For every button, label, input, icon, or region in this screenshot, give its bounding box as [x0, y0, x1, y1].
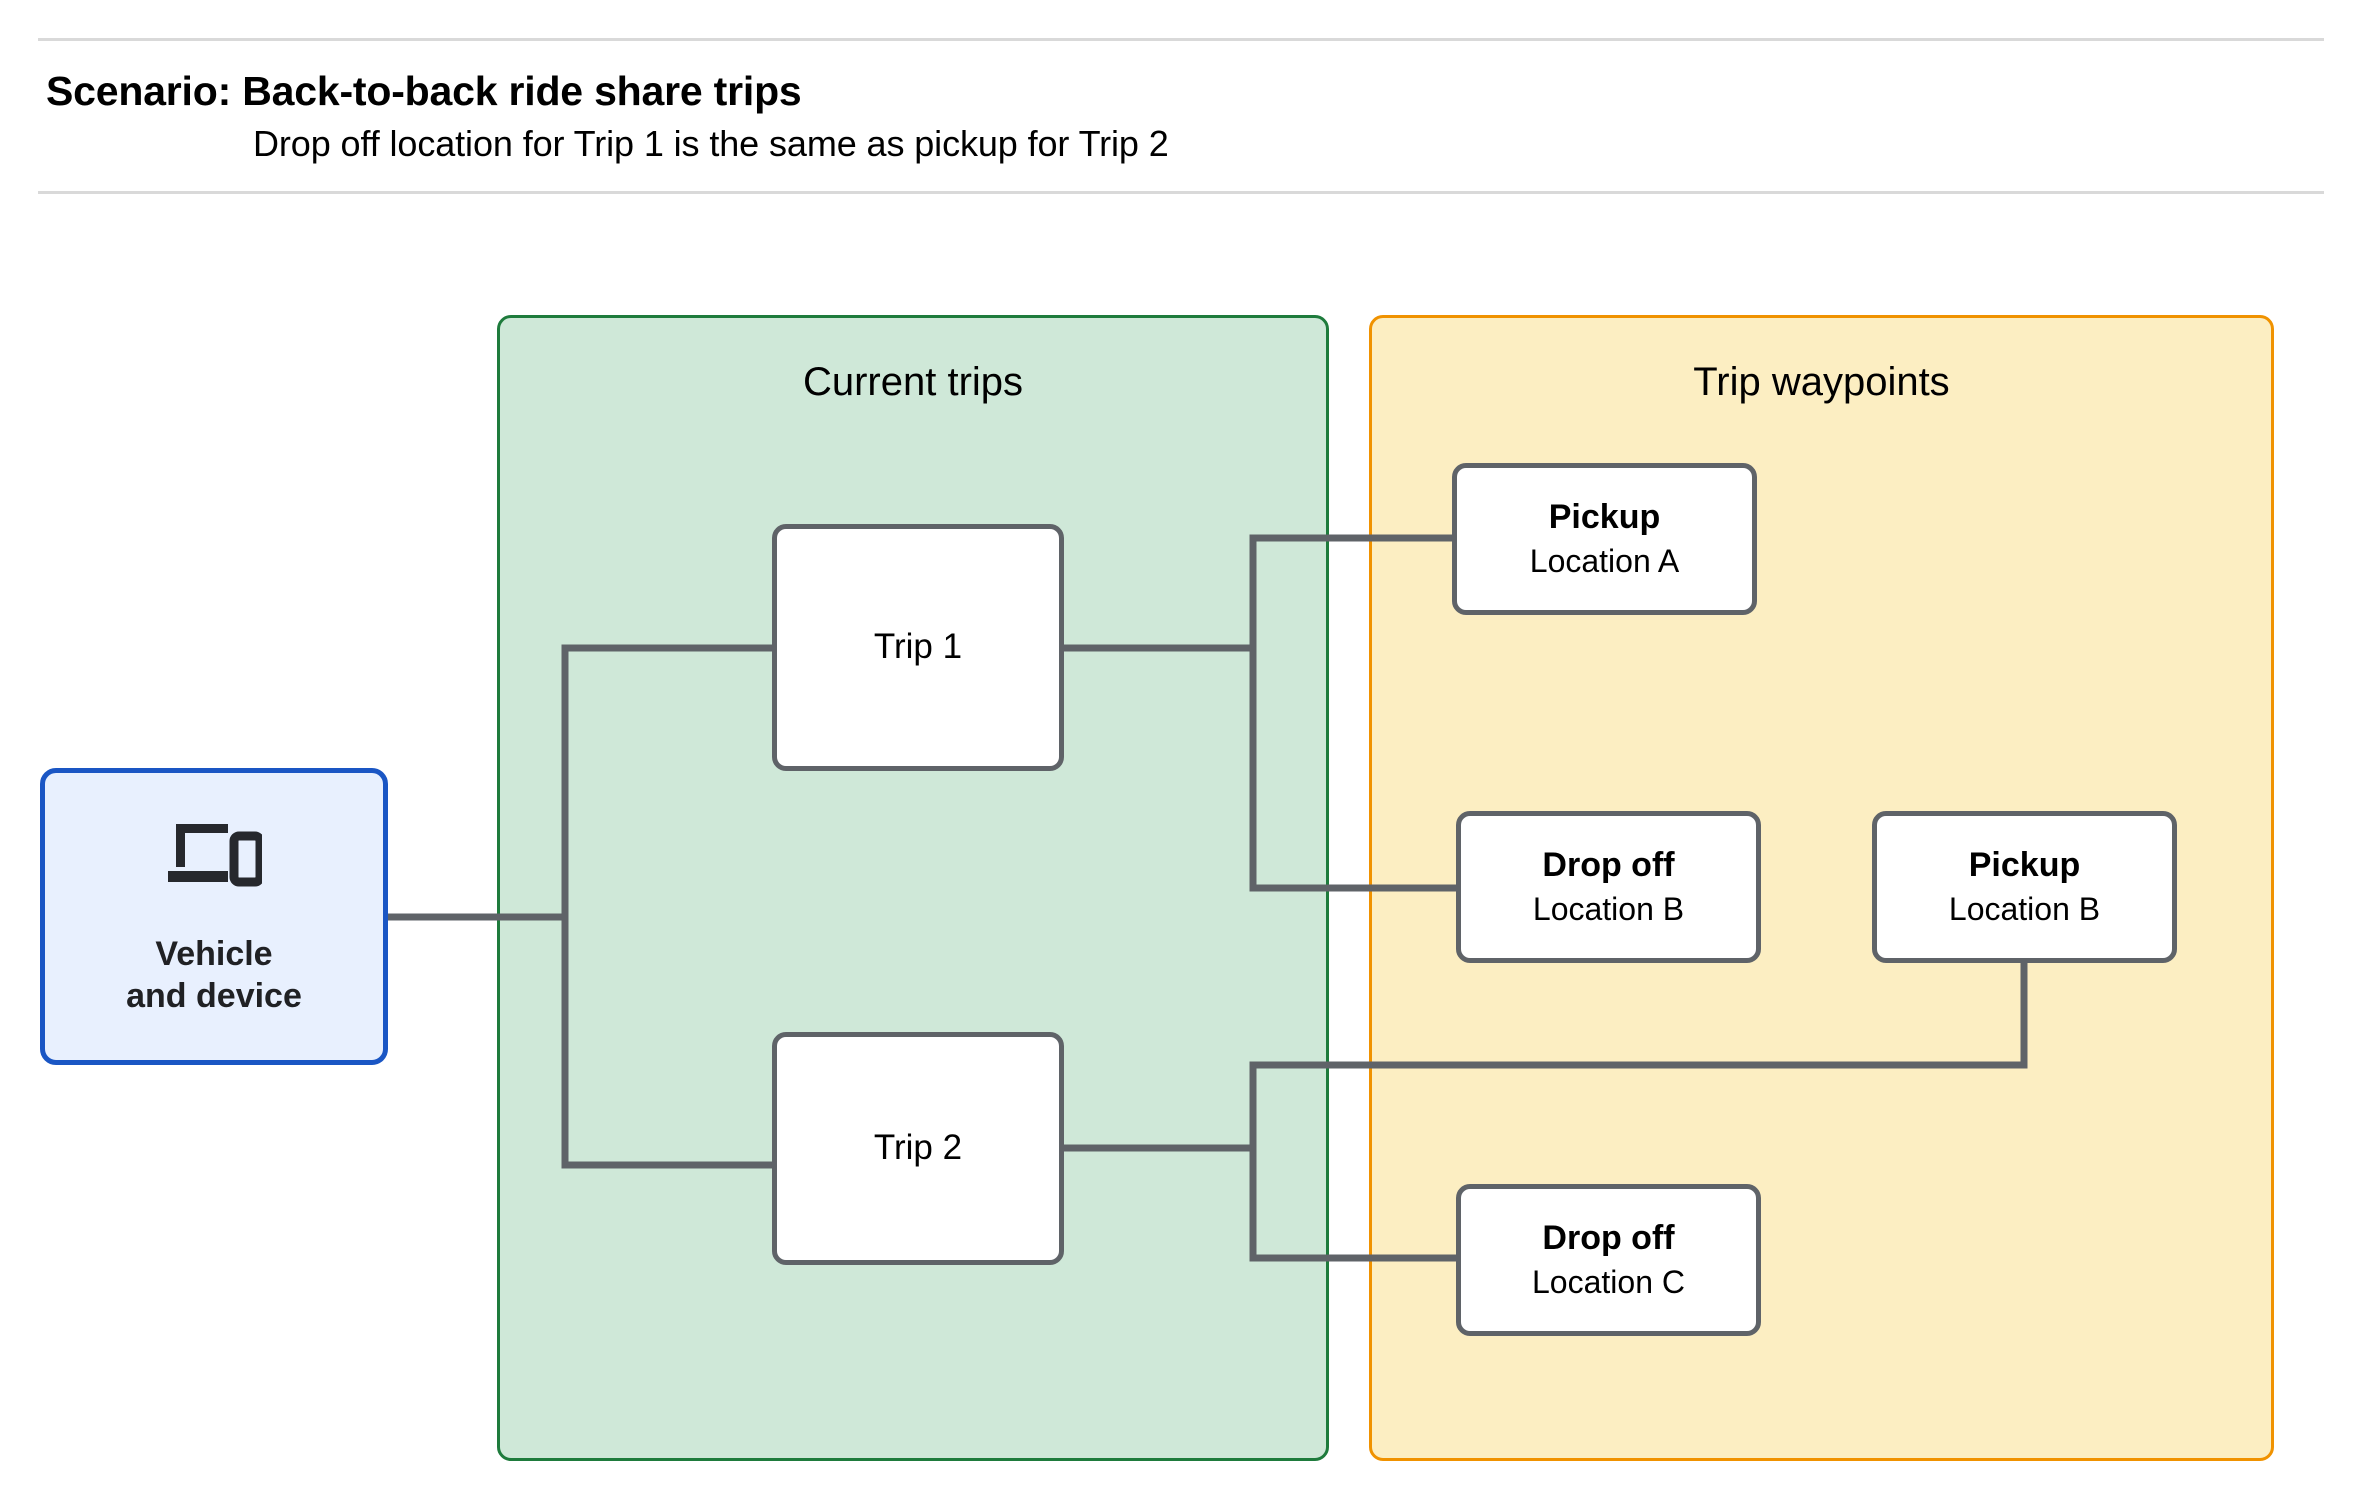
- header-divider-top: [38, 38, 2324, 41]
- devices-icon: [168, 824, 262, 887]
- waypoint-type: Drop off: [1542, 1218, 1675, 1257]
- waypoint-location: Location C: [1532, 1263, 1685, 1300]
- waypoint-location: Location A: [1529, 542, 1680, 579]
- node-trip-1-label: Trip 1: [873, 627, 963, 667]
- panel-trip-waypoints-title: Trip waypoints: [1693, 360, 1950, 404]
- page-title: Scenario: Back-to-back ride share trips: [46, 68, 802, 114]
- waypoint-type: Drop off: [1542, 845, 1675, 884]
- node-waypoint-pickup-b[interactable]: Pickup Location B: [1872, 811, 2177, 963]
- node-waypoint-dropoff-b[interactable]: Drop off Location B: [1456, 811, 1761, 963]
- panel-current-trips: Current trips: [497, 315, 1329, 1461]
- waypoint-type: Pickup: [1548, 497, 1661, 536]
- panel-current-trips-title: Current trips: [802, 360, 1024, 404]
- node-trip-1[interactable]: Trip 1: [772, 524, 1064, 771]
- node-trip-2-label: Trip 2: [873, 1128, 963, 1168]
- header-divider-bottom: [38, 191, 2324, 194]
- waypoint-location: Location B: [1532, 890, 1685, 927]
- node-waypoint-pickup-a[interactable]: Pickup Location A: [1452, 463, 1757, 615]
- node-vehicle-and-device[interactable]: Vehicle and device: [40, 768, 388, 1065]
- waypoint-location: Location B: [1948, 890, 2101, 927]
- page-subtitle: Drop off location for Trip 1 is the same…: [253, 123, 1169, 164]
- node-waypoint-dropoff-c[interactable]: Drop off Location C: [1456, 1184, 1761, 1336]
- node-trip-2[interactable]: Trip 2: [772, 1032, 1064, 1265]
- waypoint-type: Pickup: [1968, 845, 2081, 884]
- vehicle-label: Vehicle and device: [126, 935, 302, 1015]
